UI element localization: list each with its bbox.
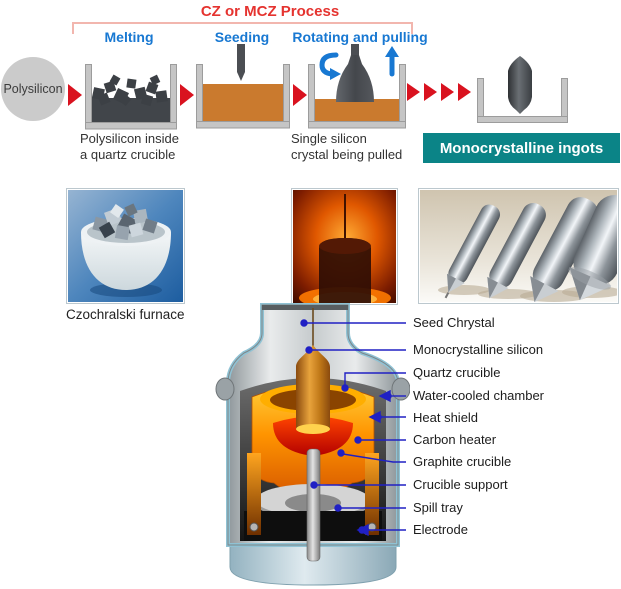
caption-crucible1: Polysilicon inside a quartz crucible — [80, 131, 179, 163]
arrow-right-icon — [68, 84, 82, 106]
ingots-photo-art — [420, 190, 617, 302]
furnace-label-spill-tray: Spill tray — [413, 500, 463, 515]
rotate-icon — [319, 52, 339, 77]
caption-line: Polysilicon inside — [80, 131, 179, 146]
photo-crystal-growth — [291, 188, 398, 305]
arrow-right-icon — [424, 83, 437, 101]
step-label-seeding: Seeding — [214, 29, 270, 45]
arrow-right-icon — [441, 83, 454, 101]
polysilicon-label: Polysilicon — [3, 82, 63, 96]
crucible-melting-illustration — [85, 64, 177, 130]
crucible-photo-art — [68, 190, 183, 302]
furnace-label-electrode: Electrode — [413, 522, 468, 537]
step-label-rotating-pulling: Rotating and pulling — [292, 29, 428, 45]
furnace-label-graphite-crucible: Graphite crucible — [413, 454, 512, 469]
label-connectors — [300, 319, 406, 537]
arrow-right-icon — [407, 83, 420, 101]
furnace-label-crucible-support: Crucible support — [413, 477, 508, 492]
furnace-label-heat-shield: Heat shield — [413, 410, 479, 425]
caption-crucible3: Single silicon crystal being pulled — [291, 131, 402, 163]
caption-line: Single silicon — [291, 131, 367, 146]
caption-line: crystal being pulled — [291, 147, 403, 162]
crucible-seeding-illustration — [196, 44, 290, 129]
banner-label: Monocrystalline ingots — [439, 139, 604, 157]
monocrystalline-ingots-banner: Monocrystalline ingots — [423, 133, 620, 163]
process-bracket — [72, 22, 413, 34]
arrow-right-icon — [293, 84, 307, 106]
ingot-crucible-illustration — [477, 56, 568, 123]
arrow-right-icon — [180, 84, 194, 106]
caption-line: a quartz crucible — [80, 147, 176, 162]
furnace-label-seed-crystal: Seed Chrystal — [413, 315, 495, 330]
polysilicon-source: Polysilicon — [1, 57, 65, 121]
furnace-label-monocrystalline-silicon: Monocrystalline silicon — [413, 342, 544, 357]
furnace-cutaway-illustration — [215, 303, 410, 586]
arrow-right-multi-icon — [407, 83, 471, 101]
furnace-label-water-cooled-chamber: Water-cooled chamber — [413, 388, 545, 403]
photo-caption-czochralski-furnace: Czochralski furnace — [66, 307, 185, 322]
furnace-label-carbon-heater: Carbon heater — [413, 432, 497, 447]
arrow-right-icon — [458, 83, 471, 101]
photo-silicon-ingots — [418, 188, 619, 304]
photo-quartz-crucible — [66, 188, 185, 304]
crucible-pulling-illustration — [308, 44, 406, 129]
page-title: CZ or MCZ Process — [200, 3, 340, 20]
step-label-melting: Melting — [104, 29, 154, 45]
crystal-growth-photo-art — [293, 190, 396, 303]
furnace-label-quartz-crucible: Quartz crucible — [413, 365, 501, 380]
